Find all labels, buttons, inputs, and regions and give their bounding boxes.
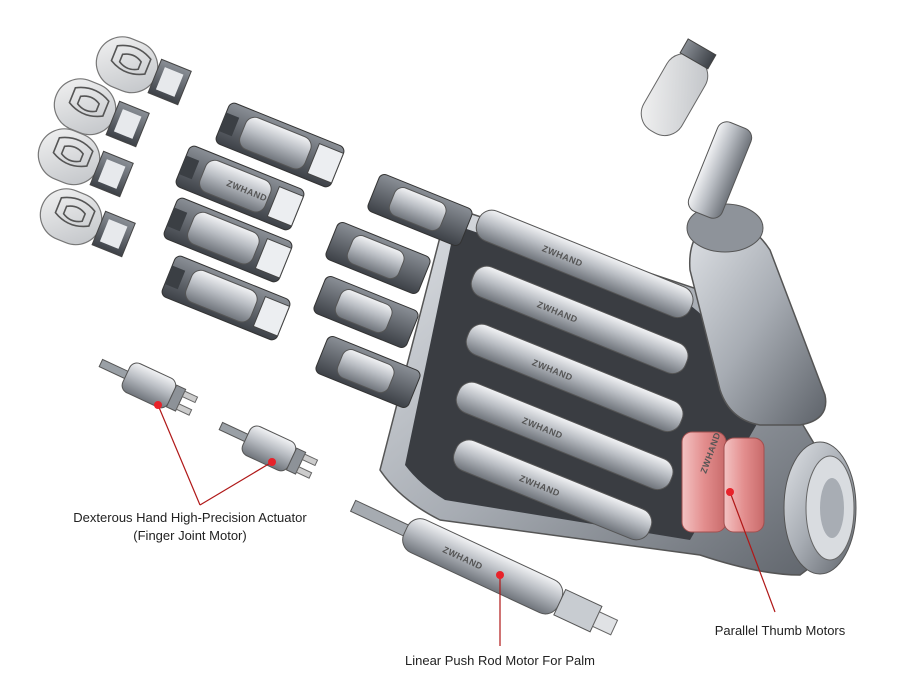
finger-segment-1 <box>215 102 345 188</box>
fingertip-pads <box>37 36 192 258</box>
wrist-flange <box>783 441 857 575</box>
finger-segment-4 <box>161 255 291 341</box>
callout-dot-thumb-motors <box>726 488 734 496</box>
callout-line-actuator-1 <box>157 404 201 506</box>
finger-segment-2: ZWHAND <box>175 145 305 231</box>
linear-push-rod-motor: ZWHAND <box>349 499 619 636</box>
fingertip-1 <box>95 36 192 106</box>
callout-lines <box>154 401 776 646</box>
palm-motor-5: ZWHAND <box>453 439 653 541</box>
palm-motor-1: ZWHAND <box>475 209 694 319</box>
callout-dot-actuator-2 <box>268 458 276 466</box>
fingertip-4 <box>39 188 136 258</box>
callout-line-thumb-motors <box>729 491 776 613</box>
palm-assembly: ZWHAND ZWHAND ZWHAND ZWHAND ZWHAND <box>313 174 857 576</box>
palm-motor-4: ZWHAND <box>455 381 674 491</box>
attached-finger-3 <box>313 276 419 348</box>
palm-rod-callout-label: Linear Push Rod Motor For Palm <box>404 653 596 668</box>
attached-finger-4 <box>315 336 421 408</box>
finger-actuator-title: Dexterous Hand High-Precision Actuator <box>73 510 307 525</box>
thumb-motors-callout-label: Parallel Thumb Motors <box>714 623 846 638</box>
fingertip-3 <box>37 128 134 198</box>
finger-actuator-callout-label: Dexterous Hand High-Precision Actuator (… <box>40 509 340 545</box>
palm-motor-2: ZWHAND <box>470 265 689 375</box>
attached-finger-1 <box>367 174 473 246</box>
callout-dot-palm-rod <box>496 571 504 579</box>
finger-joint-actuator-1 <box>98 358 199 416</box>
finger-middle-segments: ZWHAND <box>161 102 345 341</box>
parallel-thumb-motors: ZWHAND <box>681 431 765 533</box>
callout-dot-actuator-1 <box>154 401 162 409</box>
finger-actuator-subtitle: (Finger Joint Motor) <box>133 528 247 543</box>
callout-line-actuator-2 <box>199 461 273 506</box>
thumb <box>640 38 827 426</box>
finger-joint-actuator-2 <box>218 421 319 479</box>
attached-finger-2 <box>325 222 431 294</box>
palm-motor-3: ZWHAND <box>465 323 684 433</box>
finger-segment-3 <box>163 197 293 283</box>
